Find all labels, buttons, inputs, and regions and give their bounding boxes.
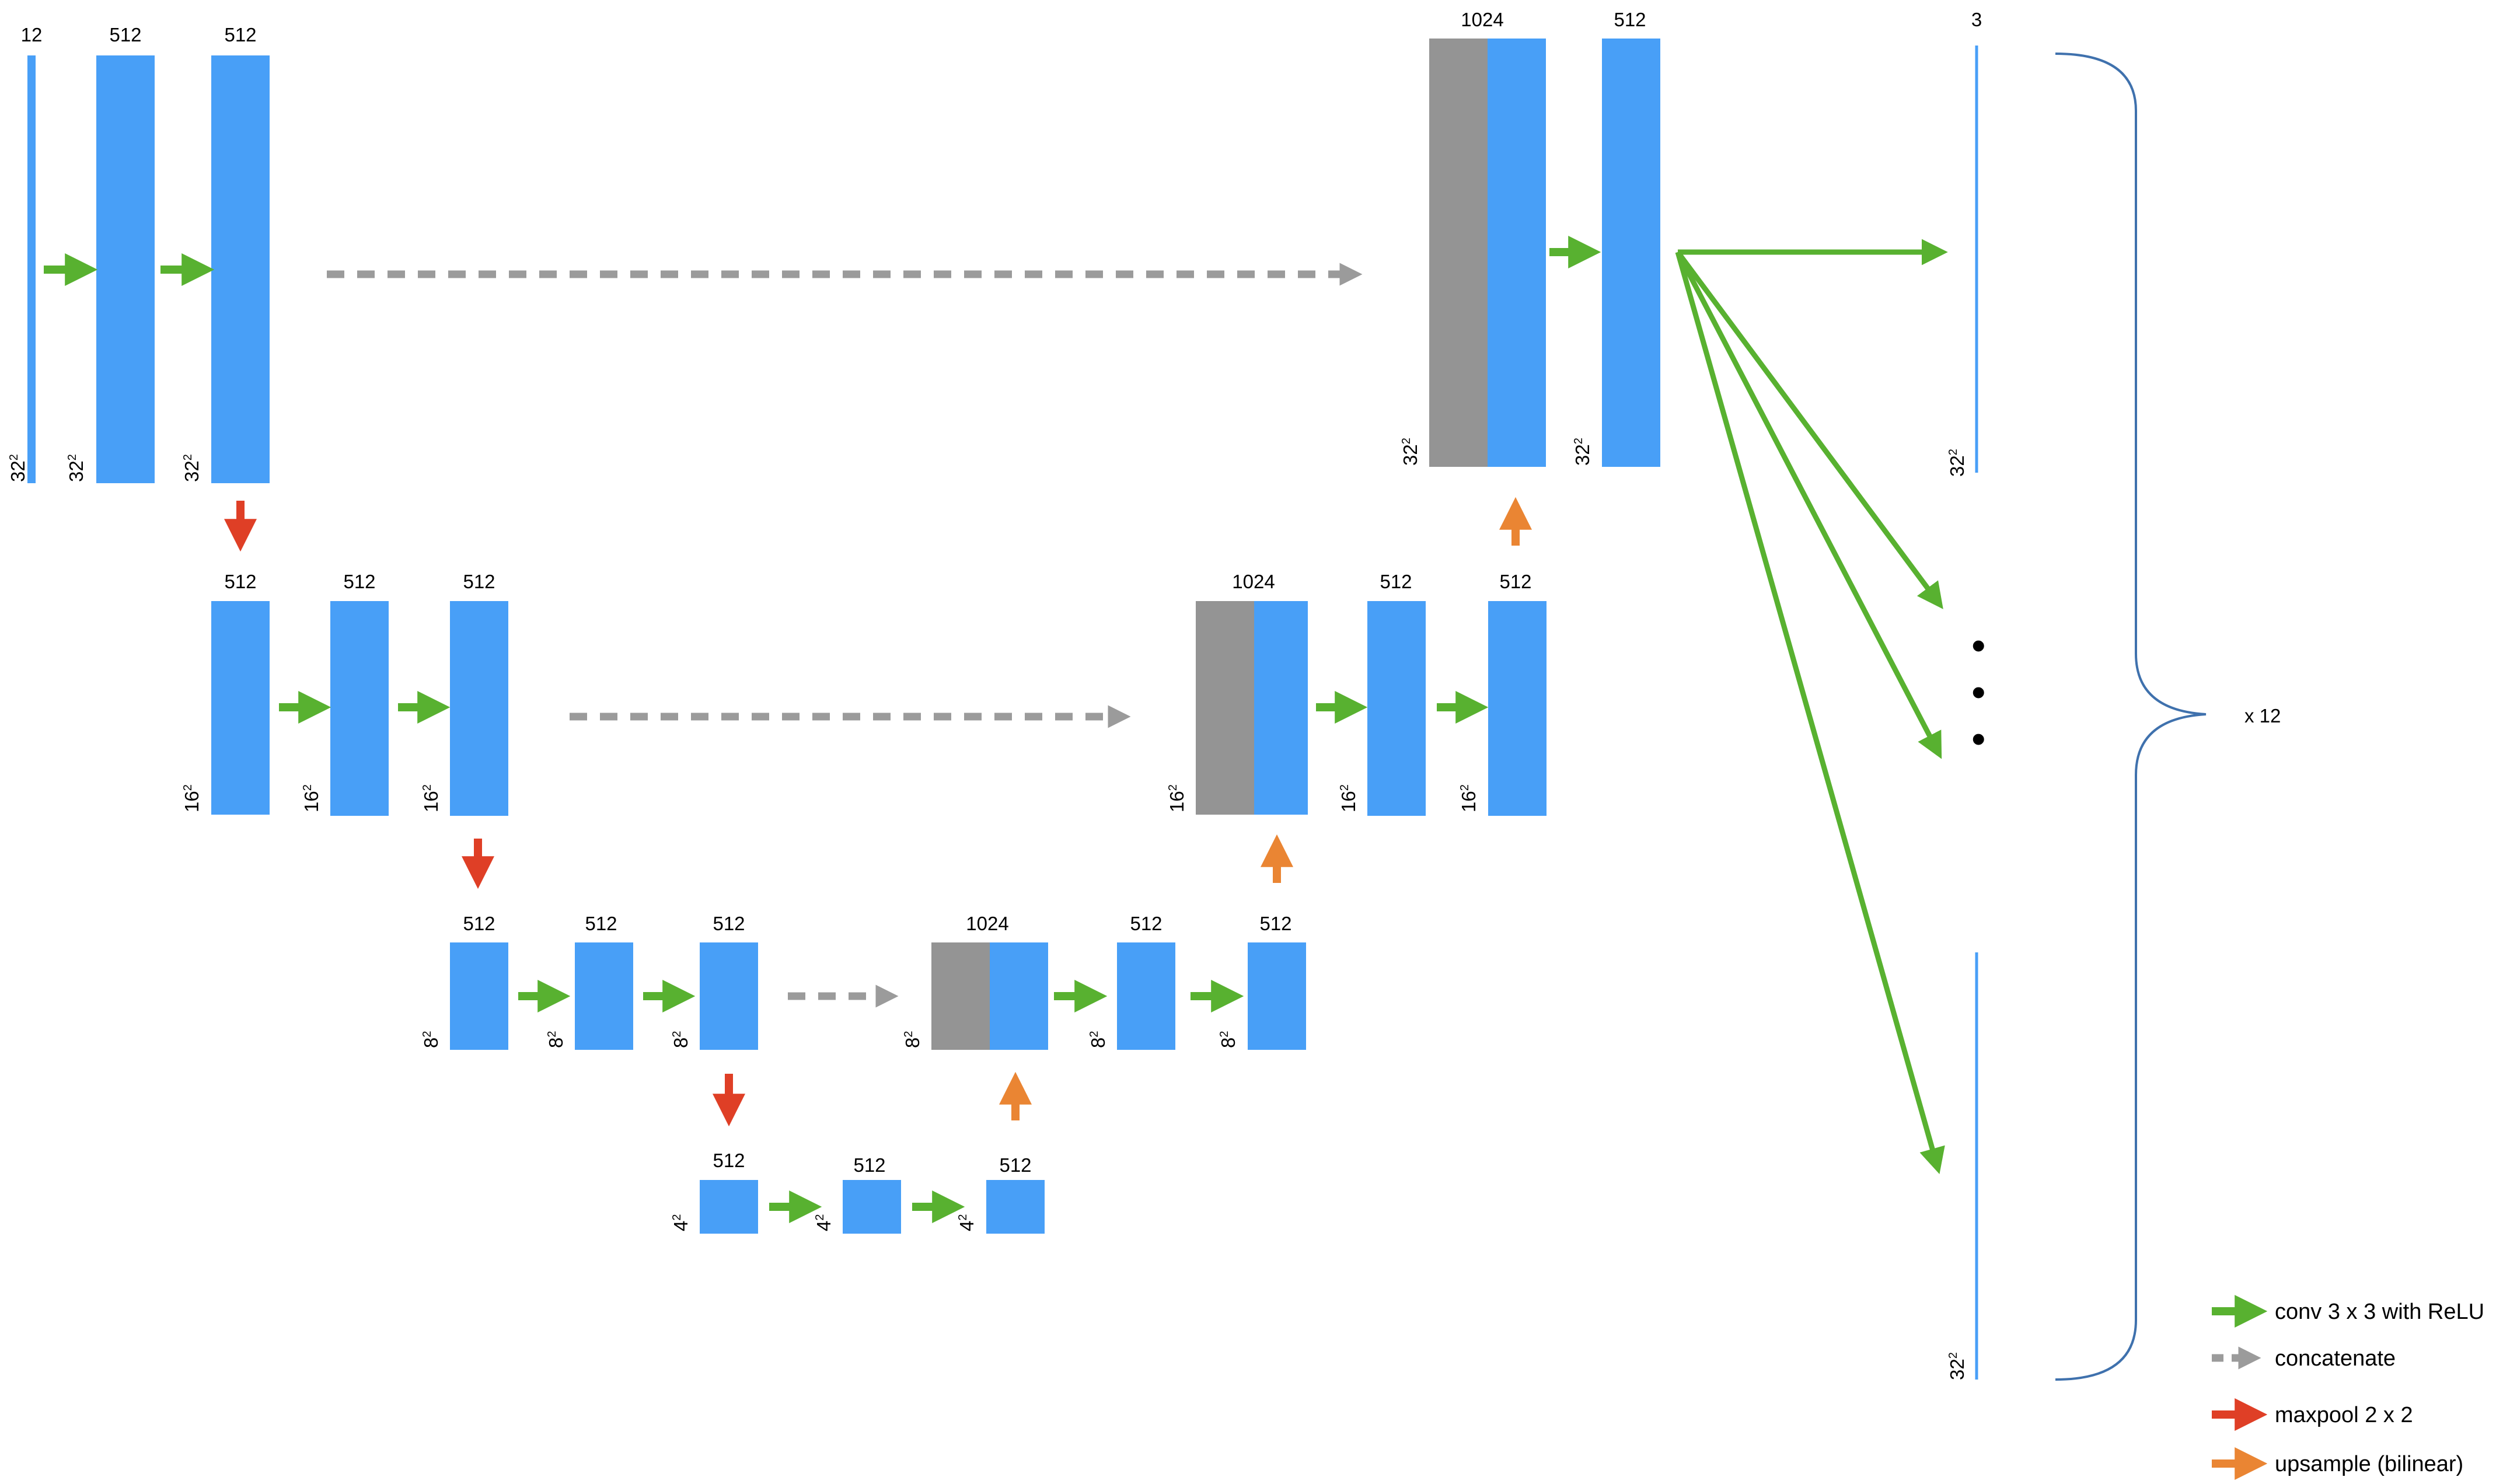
dec3-conv1-size: 82 xyxy=(1087,1031,1109,1048)
enc2-conv1-size: 162 xyxy=(301,784,322,812)
dec2-conv2-channels: 512 xyxy=(1499,571,1531,592)
enc2-input-map xyxy=(211,601,270,815)
dec1-skip-map xyxy=(1429,39,1488,467)
dec3-conv2-channels: 512 xyxy=(1259,913,1291,934)
conv-arrow xyxy=(1675,250,1943,609)
legend-concat-label: concatenate xyxy=(2275,1346,2396,1371)
ellipsis-dot: • xyxy=(1971,623,1986,668)
dec1-upsampled-map xyxy=(1488,39,1546,467)
dec3-concat-channels: 1024 xyxy=(966,913,1008,934)
dec1-concat-channels: 1024 xyxy=(1461,9,1503,30)
enc3-conv1-map xyxy=(575,942,633,1050)
enc1-conv2-size: 322 xyxy=(181,454,203,482)
level-2-decoder: 1024 512 512 162 162 162 xyxy=(1166,571,1547,883)
dec2-skip-map xyxy=(1196,601,1254,815)
ellipsis-dot: • xyxy=(1971,716,1986,762)
dec2-concat-size: 162 xyxy=(1166,784,1188,812)
bott-conv2-channels: 512 xyxy=(999,1154,1031,1176)
output-channels: 3 xyxy=(1971,9,1982,30)
level-3-decoder: 1024 512 512 82 82 82 xyxy=(902,913,1306,1120)
dec3-skip-map xyxy=(931,942,990,1050)
dec2-conv1-channels: 512 xyxy=(1380,571,1412,592)
dec2-conv2-size: 162 xyxy=(1458,784,1479,812)
enc3-input-size: 82 xyxy=(420,1031,442,1048)
dec2-concat-channels: 1024 xyxy=(1232,571,1275,592)
enc3-input-map xyxy=(450,942,508,1050)
dec2-upsampled-map xyxy=(1254,601,1308,815)
dec1-conv1-map xyxy=(1602,39,1660,467)
dec3-conv1-map xyxy=(1117,942,1175,1050)
enc1-input-size: 322 xyxy=(7,454,29,482)
level-2-encoder: 512 512 512 162 162 162 xyxy=(181,571,508,889)
legend-upsample-label: upsample (bilinear) xyxy=(2275,1452,2463,1476)
enc2-input-channels: 512 xyxy=(224,571,256,592)
bott-conv2-map xyxy=(986,1180,1045,1234)
grouping-brace xyxy=(2055,53,2207,1381)
bott-input-map xyxy=(700,1180,758,1234)
enc1-conv1-size: 322 xyxy=(65,454,87,482)
enc2-input-size: 162 xyxy=(181,784,203,812)
conv-arrow xyxy=(1675,251,1945,1175)
legend-conv-label: conv 3 x 3 with ReLU xyxy=(2275,1300,2484,1324)
enc2-conv1-channels: 512 xyxy=(343,571,375,592)
enc2-conv2-map xyxy=(450,601,508,816)
enc1-input-channels: 12 xyxy=(21,24,43,46)
enc3-input-channels: 512 xyxy=(463,913,495,934)
bott-conv2-size: 42 xyxy=(956,1214,978,1231)
conv-arrow xyxy=(1675,250,1942,759)
enc3-conv2-channels: 512 xyxy=(713,913,745,934)
enc3-conv2-map xyxy=(700,942,758,1050)
enc2-conv2-size: 162 xyxy=(420,784,442,812)
enc2-conv1-map xyxy=(330,601,389,816)
bottleneck: 512 512 512 42 42 42 xyxy=(670,1150,1045,1234)
legend: conv 3 x 3 with ReLU concatenate maxpool… xyxy=(2212,1295,2484,1480)
enc1-conv2-channels: 512 xyxy=(224,24,256,46)
level-1-encoder: 12 512 512 322 322 322 xyxy=(7,24,270,552)
dec3-conv2-size: 82 xyxy=(1217,1031,1239,1048)
dec1-conv1-size: 322 xyxy=(1572,438,1593,466)
enc1-conv1-map xyxy=(96,55,155,483)
ellipsis-dot: • xyxy=(1971,669,1986,715)
enc1-conv1-channels: 512 xyxy=(109,24,141,46)
enc3-conv1-channels: 512 xyxy=(585,913,617,934)
bott-conv1-channels: 512 xyxy=(853,1154,885,1176)
dec2-conv1-map xyxy=(1367,601,1426,816)
bott-input-size: 42 xyxy=(670,1214,692,1231)
enc1-conv2-map xyxy=(211,55,270,483)
repeat-multiplier: x 12 xyxy=(2244,705,2281,727)
dec3-concat-size: 82 xyxy=(902,1031,923,1048)
output-top-size: 322 xyxy=(1946,449,1968,477)
enc2-conv2-channels: 512 xyxy=(463,571,495,592)
dec1-conv1-channels: 512 xyxy=(1614,9,1646,30)
dec2-conv1-size: 162 xyxy=(1338,784,1359,812)
level-3-encoder: 512 512 512 82 82 82 xyxy=(420,913,758,1127)
dec3-upsampled-map xyxy=(990,942,1048,1050)
level-1-decoder: 1024 512 322 322 xyxy=(1399,9,1660,546)
bott-conv1-map xyxy=(843,1180,901,1234)
legend-maxpool-label: maxpool 2 x 2 xyxy=(2275,1403,2413,1427)
dec2-conv2-map xyxy=(1488,601,1547,816)
output-heads: 3 322 322 • • • x 12 xyxy=(1675,9,2281,1381)
bott-input-channels: 512 xyxy=(713,1150,745,1171)
enc3-conv2-size: 82 xyxy=(670,1031,692,1048)
enc3-conv1-size: 82 xyxy=(545,1031,567,1048)
dec1-concat-size: 322 xyxy=(1399,438,1421,466)
bott-conv1-size: 42 xyxy=(813,1214,835,1231)
enc1-input-map xyxy=(27,55,36,483)
dec3-conv1-channels: 512 xyxy=(1130,913,1162,934)
output-bottom-size: 322 xyxy=(1946,1352,1968,1380)
dec3-conv2-map xyxy=(1248,942,1306,1050)
